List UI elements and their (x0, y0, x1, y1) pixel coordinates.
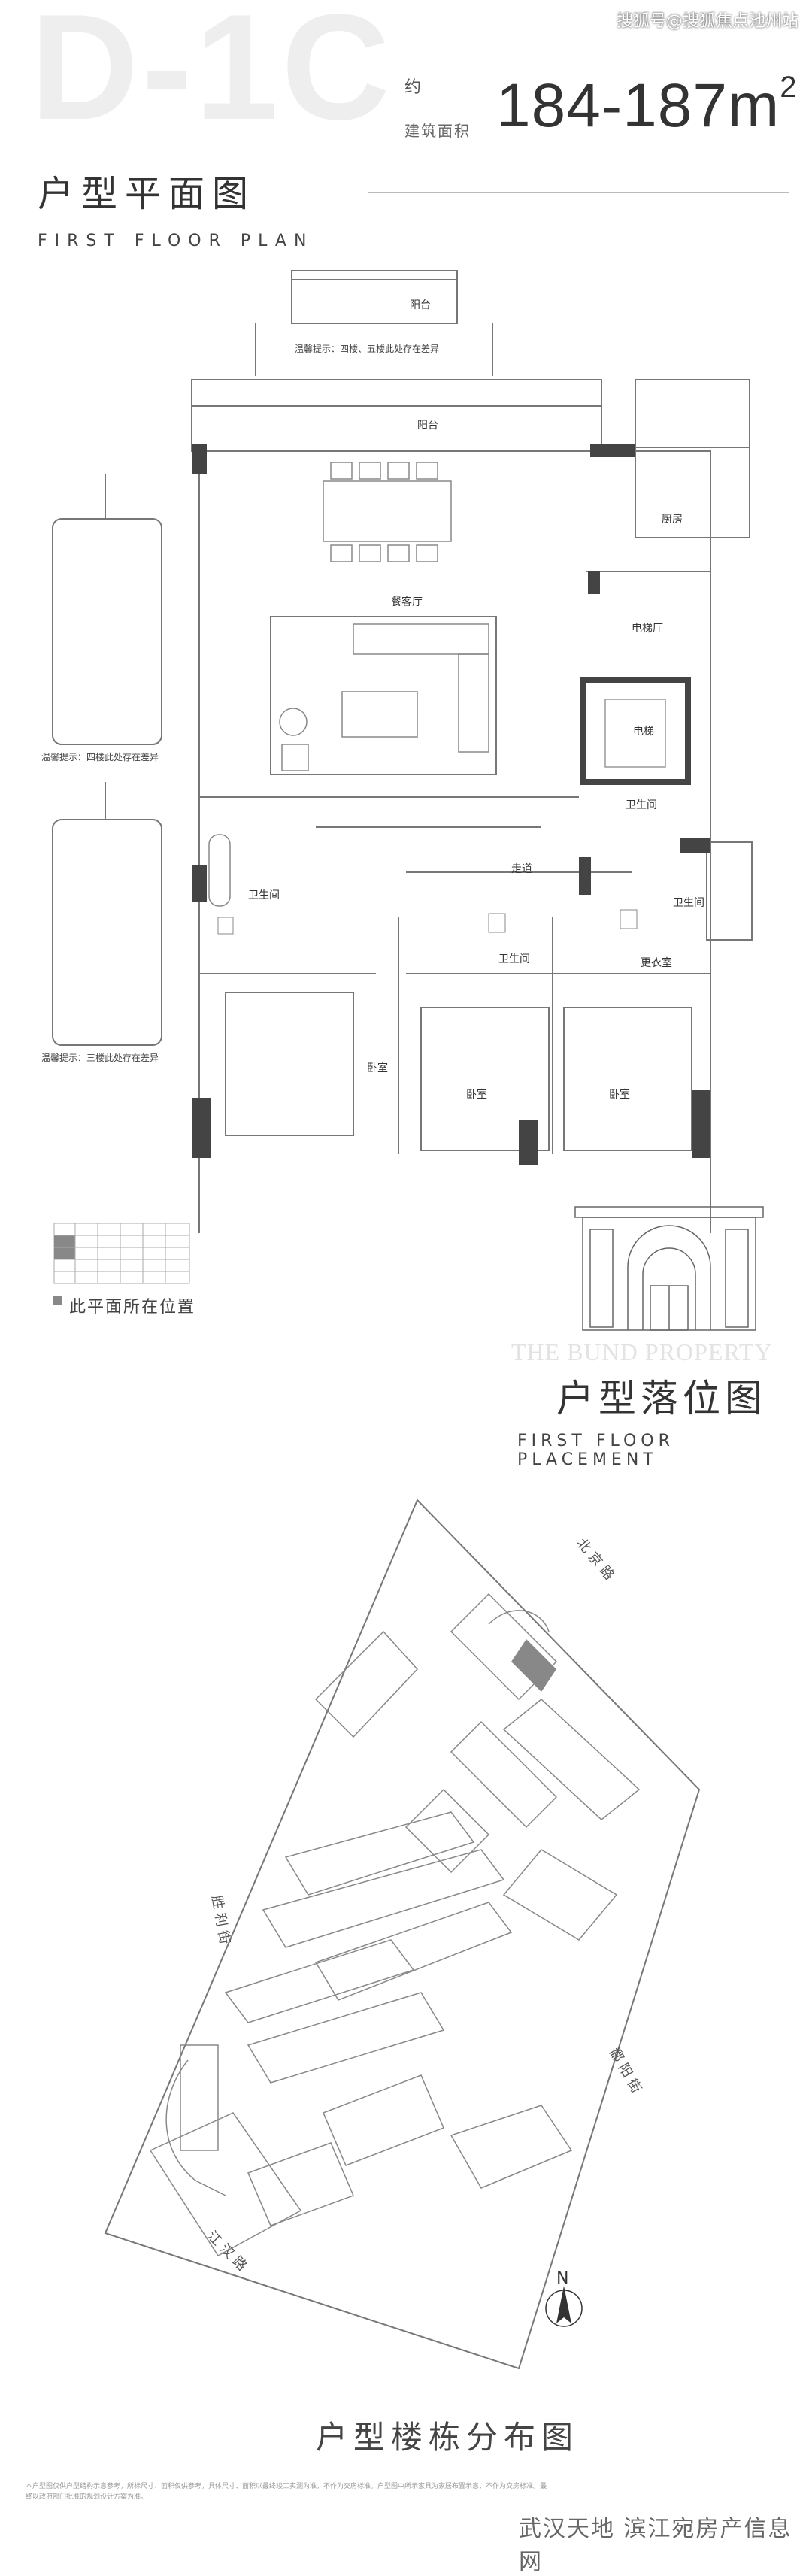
distribution-title: 户型楼栋分布图 (316, 2419, 580, 2456)
placement-watermark: THE BUND PROPERTY (511, 1338, 773, 1365)
left-wing-upper (52, 518, 162, 745)
footer-brand: 武汉天地 滨江宛房产信息网 (519, 2516, 792, 2575)
site-map (104, 1499, 701, 2370)
note-balcony: 温馨提示：四楼、五楼此处存在差异 (295, 344, 440, 354)
placement-subtitle: FIRST FLOOR PLACEMENT (517, 1432, 674, 1469)
room-bedroom-right: 卧室 (609, 1089, 630, 1101)
highlight-block (511, 1639, 556, 1692)
room-bedroom-left: 卧室 (367, 1062, 388, 1074)
room-balcony-main: 阳台 (417, 420, 438, 432)
placement-title: 户型落位图 (556, 1377, 767, 1420)
title-divider (368, 192, 789, 193)
area-number: 184-187m (496, 71, 780, 140)
dining-table (323, 462, 452, 562)
room-kitchen: 厨房 (662, 514, 683, 526)
legend-text: 此平面所在位置 (69, 1298, 196, 1317)
unit-code: D-1C (30, 0, 393, 151)
main-balcony-outline (191, 379, 602, 452)
room-elevator-hall: 电梯厅 (632, 623, 663, 635)
page-title: 户型平面图 (38, 173, 256, 215)
page-subtitle: FIRST FLOOR PLAN (38, 232, 314, 250)
floor-plan (52, 270, 753, 1233)
room-bedroom-center: 卧室 (466, 1089, 487, 1101)
room-bath-center: 卫生间 (498, 953, 530, 965)
bed-left (225, 992, 354, 1136)
legend-swatch (53, 1296, 62, 1305)
room-bath-right: 卫生间 (673, 897, 704, 909)
living-zone (270, 616, 497, 775)
kitchen-outline (635, 447, 750, 538)
sofa (279, 623, 489, 771)
bed-right (563, 1007, 692, 1151)
room-corridor: 走道 (511, 863, 532, 875)
toilet-center (488, 913, 506, 933)
watermark-text: 搜狐号@搜狐焦点池州站 (616, 12, 798, 31)
room-elevator: 电梯 (633, 726, 654, 738)
legend-grid (53, 1223, 190, 1284)
bed-center (420, 1007, 550, 1151)
elevator-box (580, 677, 691, 785)
toilet-right (620, 909, 638, 929)
area-value: 184-187m2 (496, 72, 798, 137)
area-superscript: 2 (780, 71, 798, 104)
room-bath-left: 卫生间 (248, 889, 280, 902)
right-wing (706, 841, 753, 941)
room-dining-living: 餐客厅 (391, 596, 423, 608)
note-4f: 温馨提示：四楼此处存在差异 (41, 752, 159, 762)
area-prefix: 约 (404, 78, 422, 97)
compass-north-label: N (556, 2269, 569, 2288)
shaft (635, 379, 750, 448)
note-3f: 温馨提示：三楼此处存在差异 (41, 1053, 159, 1063)
top-balcony-outline (291, 270, 458, 324)
compass-icon (545, 2286, 583, 2327)
building-illustration (574, 1206, 764, 1331)
unit-outline (198, 450, 711, 1233)
disclaimer: 本户型图仅供户型结构示意参考，所标尺寸、面积仅供参考，具体尺寸、面积以最终竣工实… (26, 2483, 547, 2501)
bathtub (208, 834, 231, 907)
area-label: 建筑面积 (404, 122, 471, 140)
room-cloakroom: 更衣室 (641, 957, 672, 969)
left-wing-lower (52, 819, 162, 1046)
room-bath-right-upper: 卫生间 (626, 799, 657, 811)
room-balcony-top: 阳台 (410, 299, 431, 311)
site-boundary (104, 1499, 701, 2370)
